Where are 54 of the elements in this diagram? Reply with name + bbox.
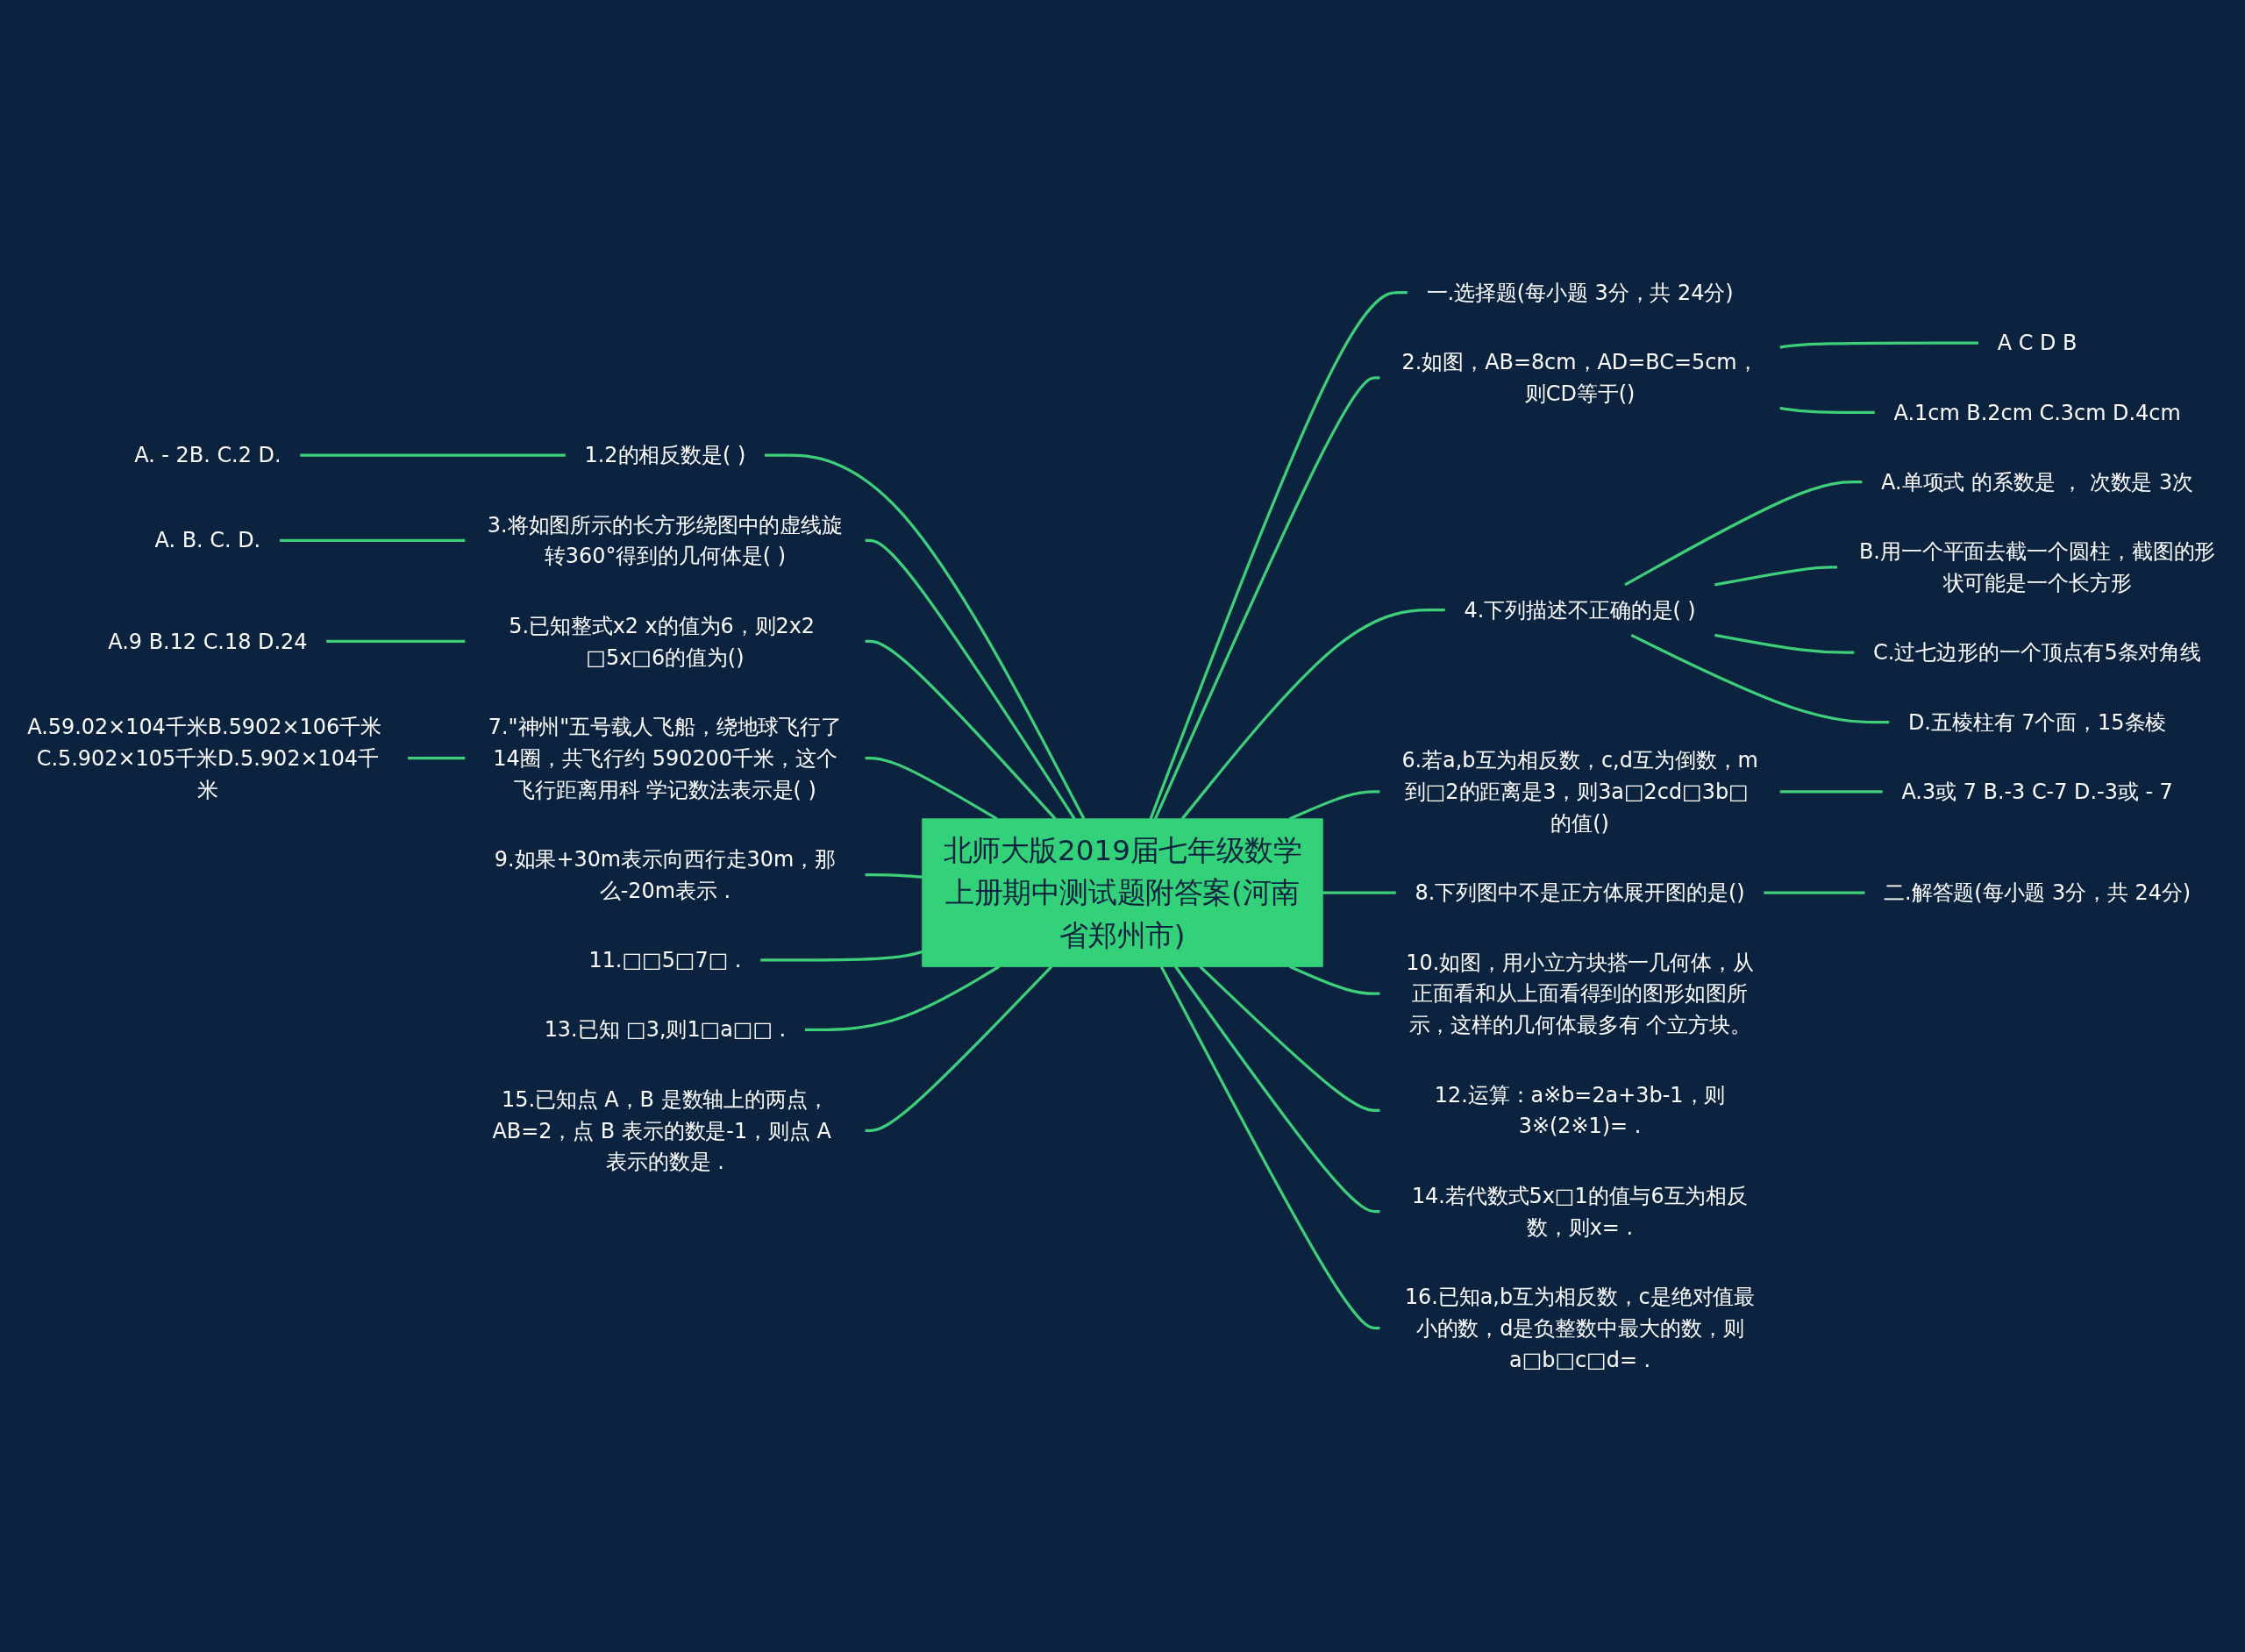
- node-text: 12.运算：a※b=2a+3b-1，则3※(2※1)= .: [1434, 1082, 1726, 1138]
- connector: [279, 538, 466, 542]
- connector: [1624, 481, 1863, 587]
- connector: [1174, 965, 1380, 1214]
- node-text: B.用一个平面去截一个圆柱，截图的形状可能是一个长方形: [1858, 539, 2216, 595]
- node-text: 3.将如图所示的长方形绕图中的虚线旋转360°得到的几何体是( ): [487, 512, 844, 568]
- connector: [865, 639, 1057, 820]
- node-text: 16.已知a,b互为相反数，c是绝对值最小的数，d是负整数中最大的数，则a□b□c□d= .: [1404, 1285, 1756, 1372]
- connector: [1630, 633, 1890, 724]
- connector: [865, 873, 923, 879]
- connector: [765, 453, 1086, 820]
- node-text: 1.2的相反数是( ): [584, 443, 746, 467]
- node-text: 9.如果+30m表示向西行走30m，那么-20m表示 .: [494, 847, 837, 903]
- connector: [1159, 965, 1380, 1330]
- connector: [1779, 790, 1883, 794]
- node-text: 一.选择题(每小题 3分，共 24分): [1426, 280, 1734, 305]
- node-text: 7."神州"五号载人飞船，绕地球飞行了14圈，共飞行约 590200千米，这个飞行距离用科 学记数法表示是( ): [488, 715, 843, 802]
- node-text: 10.如图，用小立方块搭一几何体，从正面看和从上面看得到的图形如图所示，这样的几何体最多有 个立方块。: [1406, 950, 1754, 1037]
- connector: [1779, 406, 1875, 415]
- connector: [865, 965, 1053, 1133]
- connector: [1153, 376, 1380, 820]
- connector: [1149, 290, 1408, 820]
- connector: [1714, 633, 1855, 654]
- connector: [1714, 566, 1837, 587]
- node-text: 13.已知 □3,则1□a□□ .: [544, 1017, 787, 1042]
- node-text: 6.若a,b互为相反数，c,d互为倒数，m到□2的距离是3，则3a□2cd□3b□ 的值(): [1401, 748, 1758, 836]
- node-text: 14.若代数式5x□1的值与6互为相反数，则x= .: [1411, 1184, 1749, 1240]
- connector: [300, 453, 566, 457]
- node-text: 8.下列图中不是正方体展开图的是(): [1415, 880, 1745, 905]
- node-text: 5.已知整式x2 x的值为6，则2x2 □5x□6的值为(): [509, 613, 816, 669]
- connector: [1764, 891, 1865, 894]
- node-text: A.单项式 的系数是 ， 次数是 3次: [1881, 470, 2194, 495]
- connector: [1180, 609, 1445, 820]
- node-text: 2.如图，AB=8cm，AD=BC=5cm，则CD等于(): [1401, 350, 1758, 406]
- connector: [865, 538, 1076, 820]
- node-text: 二.解答题(每小题 3分，共 24分): [1884, 880, 2192, 905]
- node-text: A. B. C. D.: [154, 528, 261, 552]
- node-text: 15.已知点 A，B 是数轴上的两点，AB=2，点 B 表示的数是-1，则点 A 表示的数是 .: [492, 1087, 831, 1174]
- node-text: A. - 2B. C.2 D.: [134, 443, 282, 467]
- node-text: A.59.02×104千米B.5902×106千米 C.5.902×105千米D.5.902×104千米: [27, 715, 381, 802]
- connector: [1322, 891, 1396, 894]
- connector: [1779, 341, 1979, 349]
- node-text: 4.下列描述不正确的是( ): [1464, 598, 1696, 623]
- connector: [408, 756, 466, 760]
- connector: [326, 639, 466, 644]
- node-text: A.1cm B.2cm C.3cm D.4cm: [1893, 400, 2181, 424]
- node-text: A C D B: [1997, 331, 2078, 355]
- node-text: A.3或 7 B.-3 C-7 D.-3或 - 7: [1901, 780, 2173, 804]
- node-box: 北师大版2019届七年级数学上册期中测试题附答案(河南省郑州市): [922, 818, 1323, 967]
- node-text: 11.□□5□7□ .: [588, 948, 742, 972]
- connector: [1199, 965, 1380, 1112]
- node-text: C.过七边形的一个顶点有5条对角线: [1873, 640, 2202, 665]
- node-text: A.9 B.12 C.18 D.24: [108, 629, 308, 654]
- node-text: D.五棱柱有 7个面，15条棱: [1907, 709, 2167, 735]
